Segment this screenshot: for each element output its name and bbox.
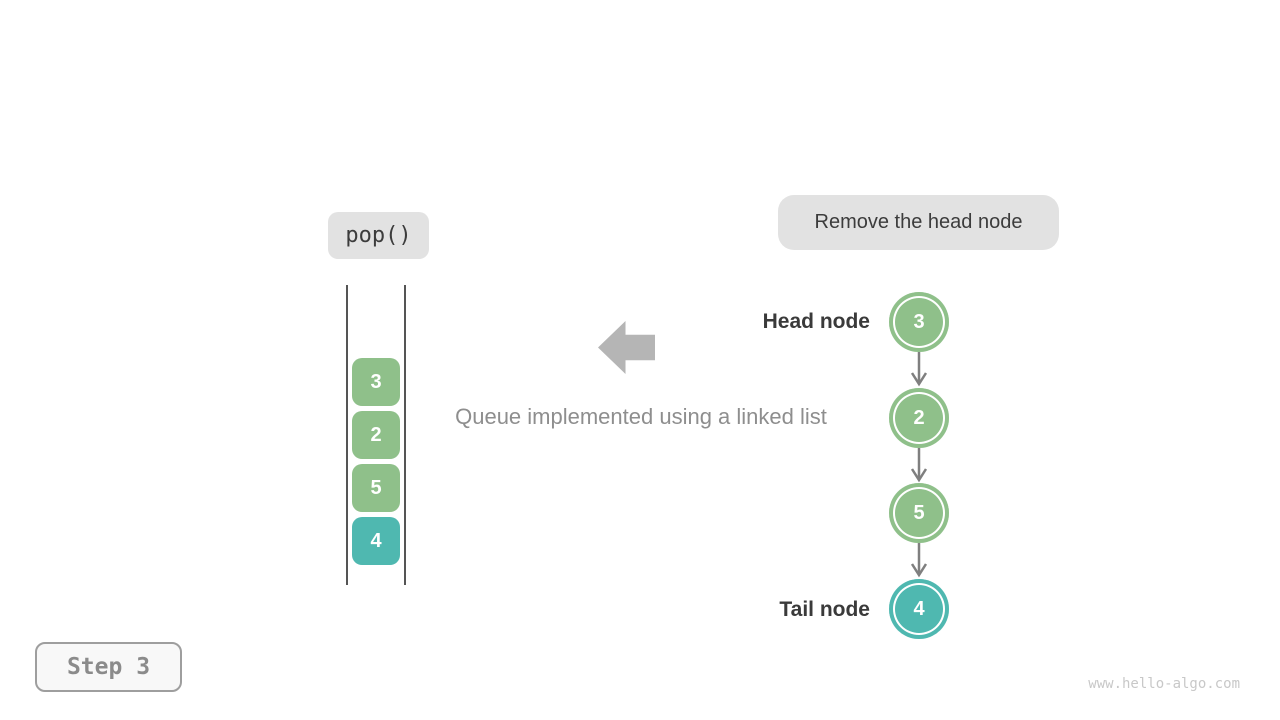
queue-item: 2	[352, 411, 400, 459]
linked-list-node: 3	[889, 292, 949, 352]
linked-list-node: 4	[889, 579, 949, 639]
linked-list-node: 2	[889, 388, 949, 448]
arrow-down-connector-icon	[910, 448, 928, 483]
diagram-caption: Queue implemented using a linked list	[455, 404, 827, 429]
pop-operation-label: pop()	[345, 223, 412, 248]
step-indicator: Step 3	[35, 642, 182, 692]
linked-list-node-value: 2	[913, 406, 925, 429]
arrow-down-connector-icon	[910, 352, 928, 387]
site-watermark: www.hello-algo.com	[1088, 676, 1240, 692]
operation-description-badge: Remove the head node	[778, 195, 1059, 250]
queue-item-value: 4	[370, 529, 382, 552]
pop-operation-badge: pop()	[328, 212, 429, 259]
linked-list-node: 5	[889, 483, 949, 543]
queue-item-value: 3	[370, 370, 382, 393]
queue-item: 3	[352, 358, 400, 406]
linked-list-node-value: 4	[913, 597, 925, 620]
step-indicator-label: Step 3	[66, 654, 151, 680]
linked-list-node-value: 3	[913, 310, 925, 333]
operation-description-label: Remove the head node	[814, 211, 1023, 233]
left-arrow-icon	[598, 320, 655, 375]
head-node-label: Head node	[762, 310, 870, 333]
queue-channel	[346, 285, 406, 585]
linked-list-node-value: 5	[913, 501, 925, 524]
queue-item-value: 2	[370, 423, 382, 446]
queue-item: 4	[352, 517, 400, 565]
queue-item-value: 5	[370, 476, 382, 499]
arrow-down-connector-icon	[910, 543, 928, 578]
tail-node-label: Tail node	[779, 598, 870, 621]
queue-item: 5	[352, 464, 400, 512]
